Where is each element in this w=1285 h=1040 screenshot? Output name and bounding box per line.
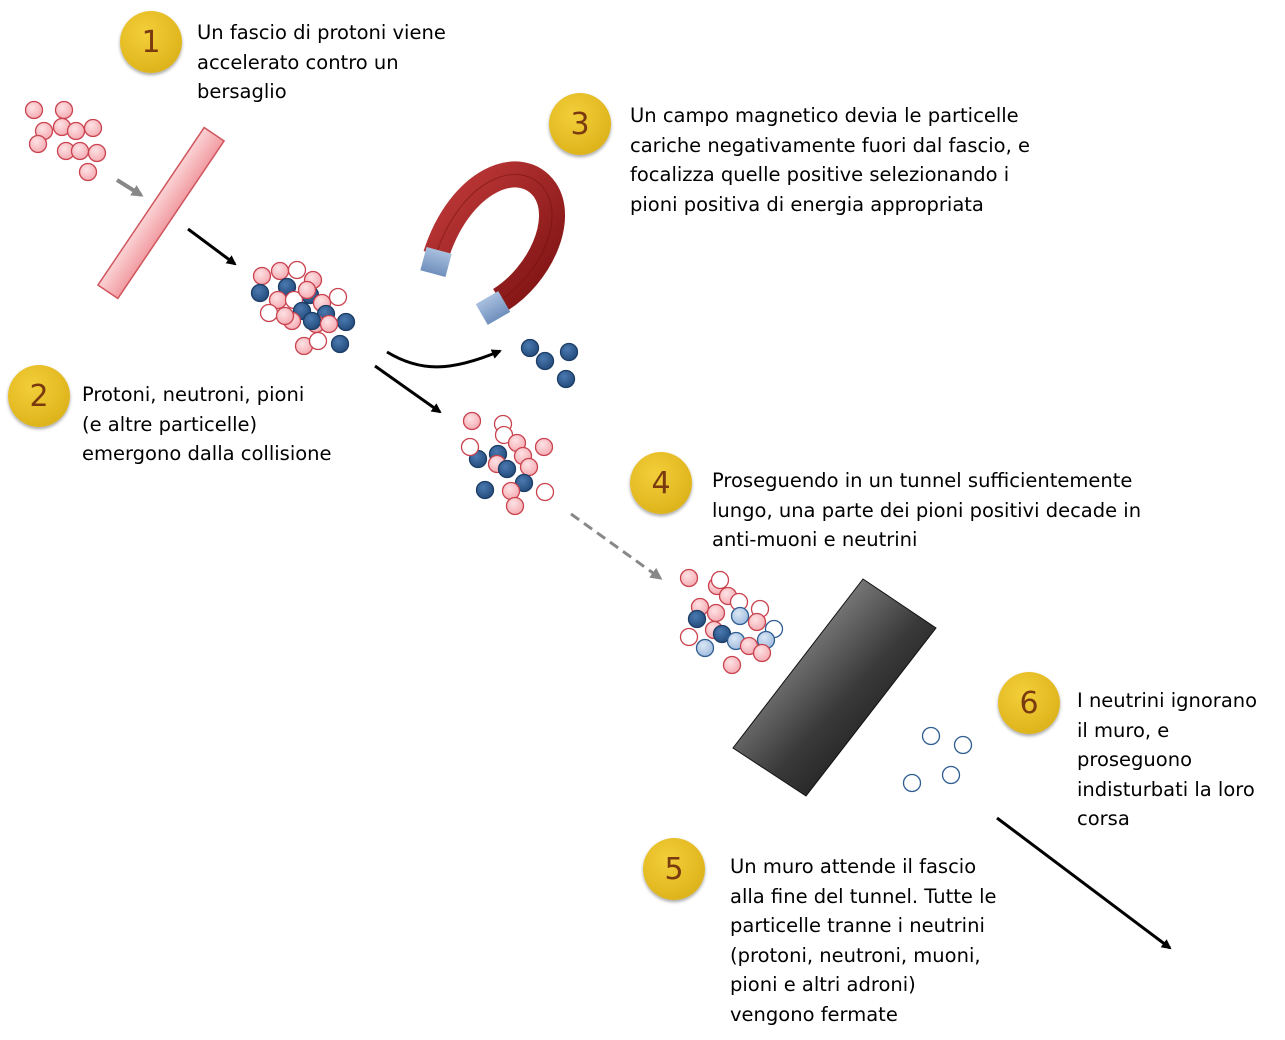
particle-2-0: [520, 338, 540, 358]
particle-4-10: [747, 612, 767, 632]
particle-3-13: [514, 473, 534, 493]
particle-1-9: [297, 280, 317, 300]
arrow-focused: [374, 364, 442, 414]
step-2-badge: 2: [8, 365, 70, 427]
arrow-tunnel-dashed: [570, 512, 663, 580]
particle-1-10: [328, 287, 348, 307]
particle-1-5: [250, 283, 270, 303]
particle-1-18: [302, 311, 322, 331]
particle-4-19: [695, 638, 715, 658]
particle-2-3: [556, 369, 576, 389]
particle-0-1: [54, 100, 74, 120]
step-6-caption: I neutrini ignorano il muro, e proseguon…: [1077, 689, 1258, 830]
step-3-badge: 3: [549, 93, 611, 155]
particle-4-5: [687, 609, 707, 629]
particle-2-1: [559, 342, 579, 362]
particle-5-1: [953, 735, 973, 755]
particle-4-20: [722, 655, 742, 675]
step-5-badge: 5: [643, 838, 705, 900]
particle-3-11: [519, 457, 539, 477]
particle-4-2: [710, 570, 730, 590]
step-6-badge: 6: [998, 672, 1060, 734]
particle-1-1: [270, 261, 290, 281]
particle-3-3: [534, 437, 554, 457]
particle-1-23: [275, 306, 295, 326]
step-3-caption: Un campo magnetico devia le particelle c…: [630, 104, 1030, 216]
step-3-number: 3: [570, 106, 590, 142]
step-5-number: 5: [664, 851, 684, 887]
particle-1-2: [287, 260, 307, 280]
particle-4-13: [679, 627, 699, 647]
arrow-gray-in: [115, 178, 144, 197]
particle-0-5: [83, 118, 103, 138]
particle-3-8: [497, 459, 517, 479]
particle-1-16: [259, 303, 279, 323]
particle-3-9: [460, 437, 480, 457]
particle-0-6: [28, 134, 48, 154]
particle-0-4: [66, 121, 86, 141]
particle-1-22: [330, 334, 350, 354]
particle-1-19: [319, 314, 339, 334]
step-4-caption: Proseguendo in un tunnel sufficientement…: [712, 469, 1142, 551]
particle-5-2: [941, 765, 961, 785]
particle-1-15: [336, 312, 356, 332]
step-4-badge: 4: [630, 452, 692, 514]
step-2-caption: Protoni, neutroni, pioni (e altre partic…: [82, 383, 332, 465]
particle-3-15: [501, 481, 521, 501]
particle-3-14: [535, 482, 555, 502]
particle-3-12: [475, 480, 495, 500]
particle-4-6: [706, 603, 726, 623]
arrow-deflected: [386, 349, 502, 369]
step-1-badge: 1: [120, 11, 182, 73]
particle-4-8: [730, 606, 750, 626]
arrow-neutrinos-out: [996, 816, 1172, 950]
particle-4-0: [679, 568, 699, 588]
particle-0-9: [87, 143, 107, 163]
particle-5-3: [902, 773, 922, 793]
particle-4-18: [752, 643, 772, 663]
particle-5-0: [921, 726, 941, 746]
step-1-number: 1: [141, 24, 161, 60]
arrow-after-target: [187, 227, 237, 266]
beam-arrows: [115, 178, 1172, 950]
particle-1-0: [252, 266, 272, 286]
particles: [24, 100, 973, 793]
step-1-caption: Un fascio di protoni viene accelerato co…: [197, 21, 446, 103]
step-4-number: 4: [651, 465, 671, 501]
particle-3-16: [505, 496, 525, 516]
particle-2-2: [535, 351, 555, 371]
step-6-number: 6: [1019, 685, 1039, 721]
particle-0-8: [70, 141, 90, 161]
step-5-caption: Un muro attende il fascio alla fine del …: [730, 855, 997, 1026]
particle-0-10: [78, 162, 98, 182]
particle-3-2: [494, 425, 514, 445]
target-bar: [96, 126, 226, 300]
particle-0-0: [24, 100, 44, 120]
particle-3-0: [462, 411, 482, 431]
step-2-number: 2: [29, 378, 49, 414]
magnet-icon: [420, 161, 566, 325]
particle-1-21: [308, 331, 328, 351]
wall-block: [732, 578, 937, 797]
